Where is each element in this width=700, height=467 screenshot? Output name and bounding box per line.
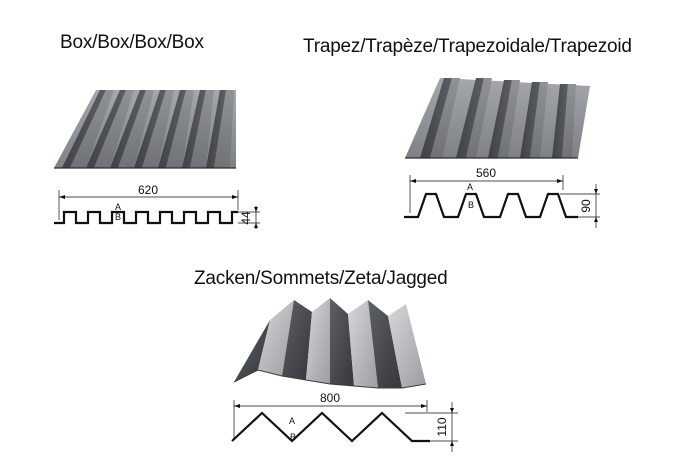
jagged-profile-title: Zacken/Sommets/Zeta/Jagged bbox=[194, 268, 448, 289]
trapezoid-profile-title: Trapez/Trapèze/Trapezoidale/Trapezoid bbox=[303, 36, 632, 57]
box-profile-title: Box/Box/Box/Box bbox=[60, 32, 204, 53]
jagged-point-b: B bbox=[290, 432, 296, 442]
trapezoid-point-b: B bbox=[468, 200, 474, 210]
box-sheet-illustration bbox=[54, 90, 236, 169]
trapezoid-width-dimension: 560 bbox=[476, 166, 496, 180]
jagged-point-a: A bbox=[289, 416, 295, 426]
jagged-width-dimension: 800 bbox=[320, 391, 340, 405]
box-point-b: B bbox=[115, 212, 121, 222]
box-height-dimension: 44 bbox=[239, 211, 253, 225]
box-cross-section bbox=[54, 190, 260, 229]
trapezoid-cross-section bbox=[404, 175, 600, 228]
jagged-height-dimension: 110 bbox=[435, 417, 449, 436]
trapezoid-point-a: A bbox=[467, 182, 473, 192]
trapezoid-sheet-illustration bbox=[405, 78, 590, 159]
jagged-cross-section bbox=[231, 400, 458, 452]
trapezoid-height-dimension: 90 bbox=[579, 199, 593, 213]
jagged-sheet-illustration bbox=[233, 298, 427, 389]
box-point-a: A bbox=[115, 202, 121, 212]
box-width-dimension: 620 bbox=[138, 183, 158, 197]
